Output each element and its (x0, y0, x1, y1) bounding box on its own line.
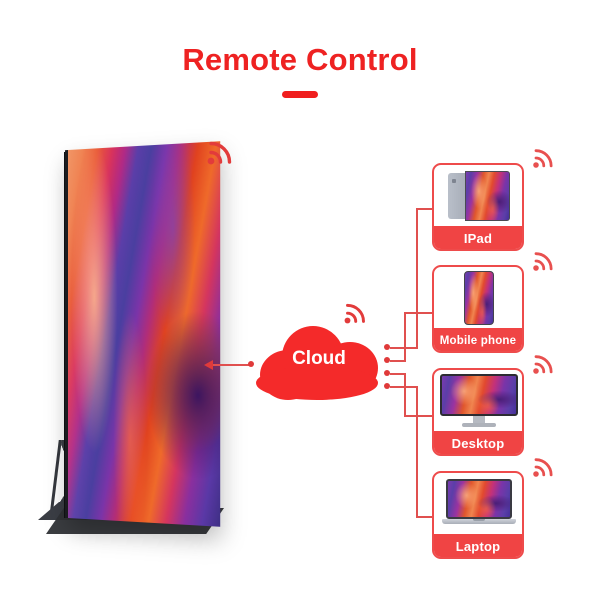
title-underline-dash (282, 91, 318, 98)
branch-line-ipad (416, 208, 418, 348)
wifi-icon (533, 458, 553, 477)
branch-stub-line (390, 373, 406, 375)
branch-line-laptop (416, 516, 436, 518)
device-card-ipad[interactable]: IPad (432, 163, 524, 251)
wifi-icon (533, 252, 553, 271)
page-title: Remote Control (182, 42, 418, 77)
phone-screen (464, 271, 494, 325)
tablet-camera (452, 179, 456, 183)
cloud-hub[interactable]: Cloud (252, 322, 386, 400)
phone-icon (434, 267, 522, 327)
device-card-desktop[interactable]: Desktop (432, 368, 524, 456)
imac-icon (434, 370, 522, 430)
led-poster-display (30, 140, 240, 560)
tablet-icon (434, 165, 522, 225)
cloud-base (256, 366, 378, 400)
branch-stub-line (390, 360, 406, 362)
laptop-icon (434, 473, 522, 533)
branch-line-phone (404, 312, 436, 314)
laptop-trackpad-notch (473, 519, 485, 521)
desktop-screen (440, 374, 518, 416)
display-link-endpoint-dot (248, 361, 254, 367)
device-card-label: Laptop (434, 534, 522, 557)
poster-screen-artwork (68, 141, 221, 527)
wifi-icon (207, 141, 232, 165)
device-card-mobile-phone[interactable]: Mobile phone (432, 265, 524, 353)
display-link-arrowhead (204, 360, 213, 370)
laptop-base (442, 519, 516, 524)
laptop-screen (446, 479, 512, 519)
branch-line-phone (404, 312, 406, 362)
cloud-label: Cloud (292, 348, 346, 369)
branch-line-laptop (416, 386, 418, 518)
branch-stub-dot (384, 344, 390, 350)
branch-stub-dot (384, 370, 390, 376)
display-link-line (213, 364, 251, 366)
branch-stub-dot (384, 357, 390, 363)
tablet-back-panel (448, 173, 465, 219)
wifi-icon (533, 355, 553, 374)
desktop-stand-foot (462, 423, 496, 427)
device-card-label: Mobile phone (434, 328, 522, 351)
device-card-label: Desktop (434, 431, 522, 454)
device-card-label: IPad (434, 226, 522, 249)
branch-line-desktop (404, 415, 436, 417)
tablet-screen (465, 171, 510, 221)
wifi-icon (533, 149, 553, 168)
wifi-icon (344, 303, 365, 324)
branch-line-ipad (416, 208, 436, 210)
desktop-stand-neck (473, 416, 485, 424)
device-card-laptop[interactable]: Laptop (432, 471, 524, 559)
branch-stub-dot (384, 383, 390, 389)
branch-line-desktop (404, 373, 406, 417)
